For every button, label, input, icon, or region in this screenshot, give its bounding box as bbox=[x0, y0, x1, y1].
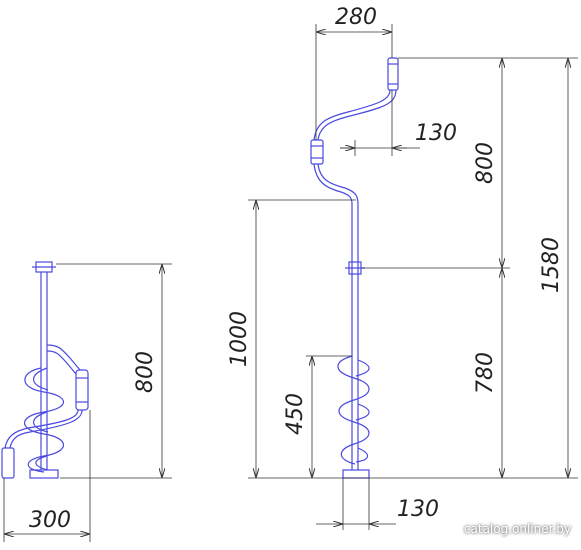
right-dimensions bbox=[248, 24, 578, 530]
left-handle-crank bbox=[46, 344, 81, 371]
left-auger-view bbox=[1, 261, 89, 479]
offset-label: 130 bbox=[415, 121, 457, 146]
auger-spiral bbox=[337, 355, 370, 465]
right-auger-view bbox=[310, 57, 399, 479]
upper-height-label: 800 bbox=[473, 142, 498, 184]
handle-width-label: 280 bbox=[335, 5, 377, 30]
auger-blades bbox=[342, 469, 370, 479]
left-width-label: 300 bbox=[29, 508, 71, 533]
top-handle-grip bbox=[387, 57, 399, 91]
left-height-label: 800 bbox=[133, 351, 158, 393]
auger-height-label: 450 bbox=[283, 393, 308, 435]
left-dimensions bbox=[3, 263, 172, 542]
handle-crank bbox=[317, 89, 397, 141]
watermark: catalog.onliner.by bbox=[463, 522, 571, 536]
left-auger-spiral bbox=[24, 367, 64, 473]
blade-width-label: 130 bbox=[397, 497, 439, 522]
shaft-height-label: 1000 bbox=[227, 311, 252, 367]
total-height-label: 1580 bbox=[539, 237, 564, 293]
lower-height-label: 780 bbox=[473, 352, 498, 394]
left-bottom-grip bbox=[1, 447, 15, 479]
middle-handle-grip bbox=[310, 139, 324, 165]
left-handle-grip bbox=[75, 369, 89, 411]
